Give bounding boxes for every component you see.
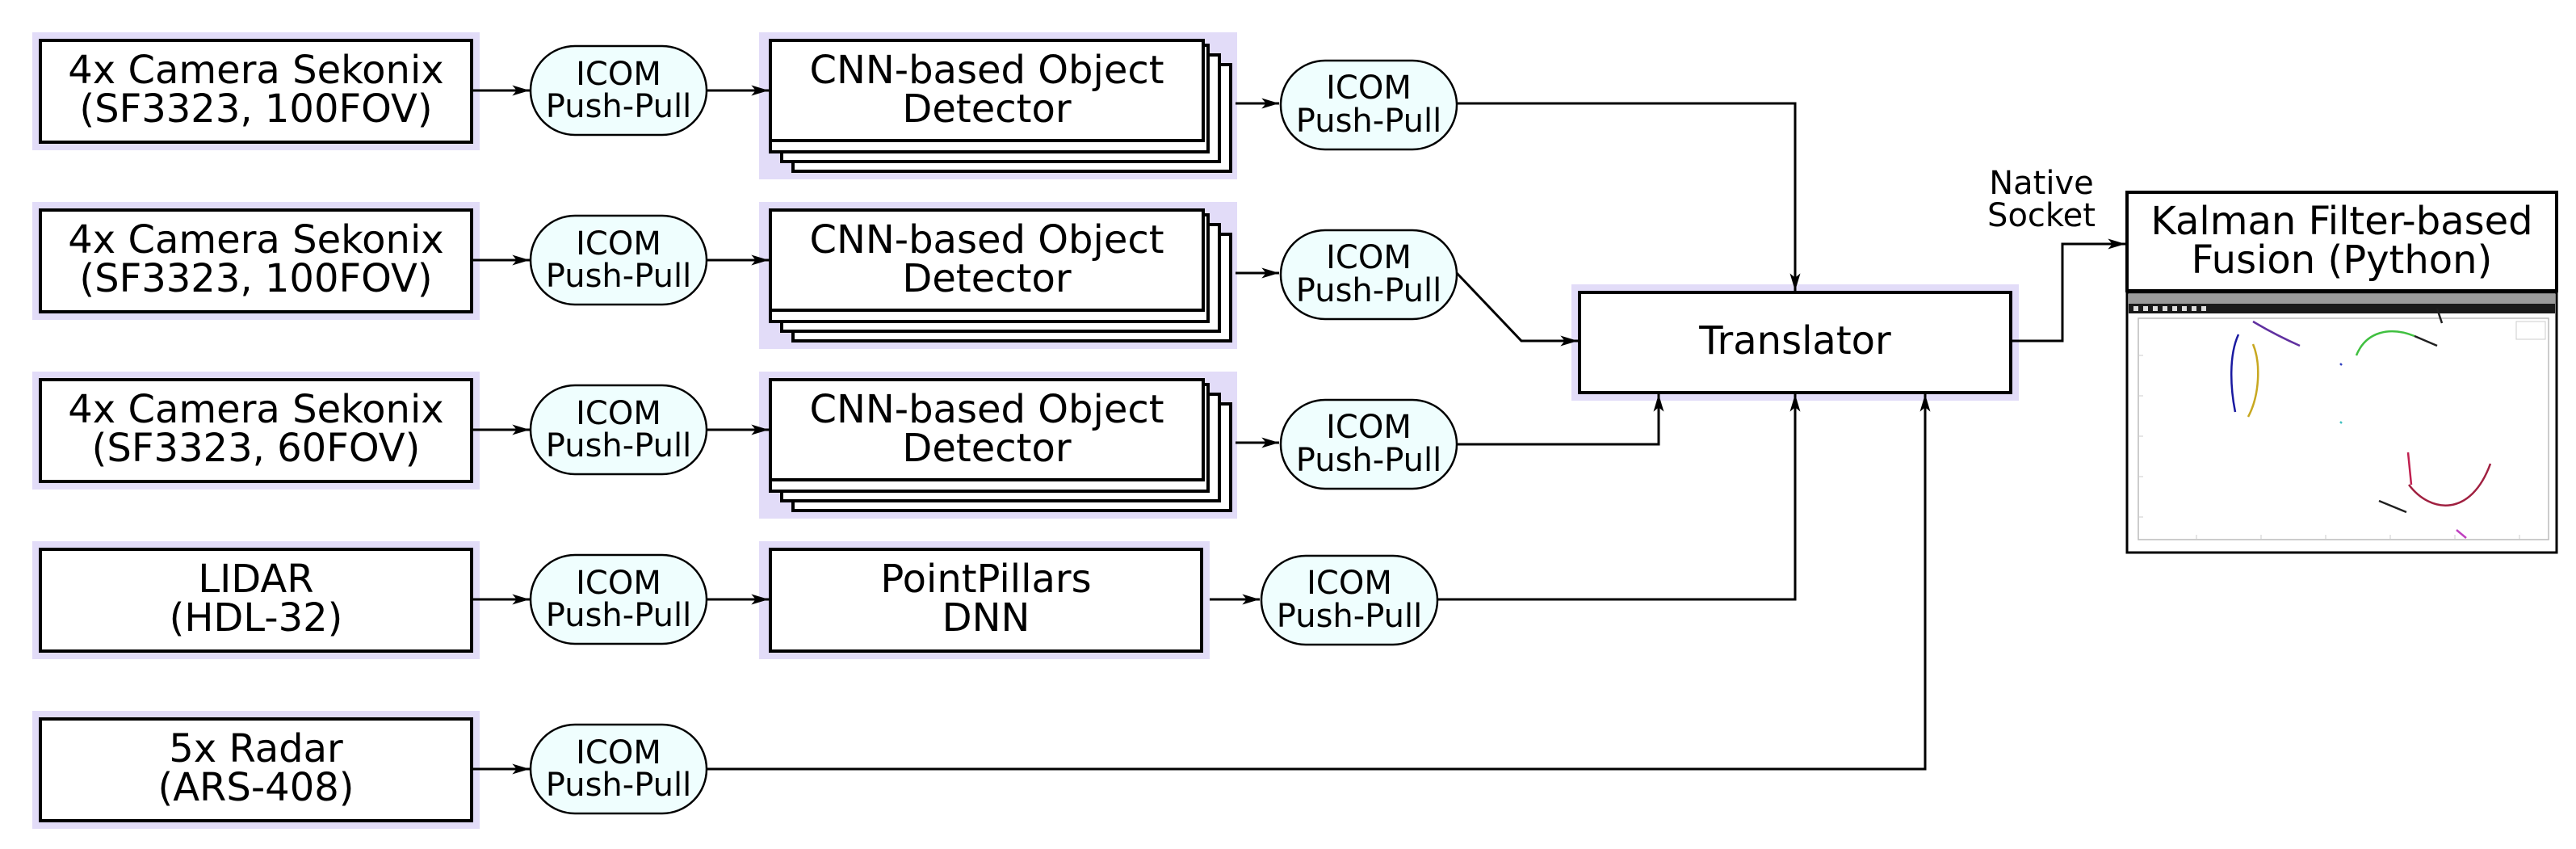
icom-label-line1: ICOM — [1326, 69, 1412, 107]
row-lidar: LIDAR (HDL-32) ICOM Push-Pull PointPilla… — [32, 541, 1439, 659]
detector-label-line2: DNN — [942, 595, 1030, 641]
detector-label-line2: Detector — [902, 426, 1071, 471]
detector-box-cnn-3 — [769, 378, 1205, 481]
sensor-label-line2: (SF3323, 100FOV) — [79, 86, 432, 132]
sensor-box-camera-2 — [39, 208, 473, 313]
detector-label-line2: Detector — [902, 256, 1071, 301]
arrow — [1457, 102, 1801, 292]
arrow — [1457, 393, 1664, 446]
sensor-label-line1: 5x Radar — [169, 726, 343, 771]
icom-label-line1: ICOM — [1307, 565, 1392, 602]
detector-label-line1: CNN-based Object — [809, 217, 1164, 263]
icom-label-line2: Push-Pull — [1296, 272, 1441, 309]
icom-label-line1: ICOM — [1326, 239, 1412, 276]
icom-label-line2: Push-Pull — [546, 427, 691, 464]
connectors — [472, 85, 2125, 775]
arrow — [707, 393, 1931, 771]
fusion-plot-screenshot — [2125, 291, 2558, 554]
sensor-label-line1: LIDAR — [198, 557, 313, 602]
sensor-box-lidar — [39, 548, 473, 653]
detector-box-cnn-1 — [769, 39, 1205, 142]
icom-label-line1: ICOM — [576, 395, 661, 432]
detector-box-pointpillars — [769, 548, 1203, 653]
sensor-label-line1: 4x Camera Sekonix — [68, 48, 443, 93]
plot-axes — [2138, 317, 2549, 540]
icom-label-line2: Push-Pull — [546, 597, 691, 634]
translator-node: Translator — [1571, 284, 2019, 401]
icom-label-line2: Push-Pull — [1277, 598, 1422, 635]
icom-label-line2: Push-Pull — [546, 88, 691, 125]
icom-label-line1: ICOM — [1326, 409, 1412, 446]
fusion-label-line1: Kalman Filter-based — [2150, 199, 2532, 244]
toolbar-icons — [2133, 306, 2206, 311]
sensor-box-camera-1 — [39, 39, 473, 144]
fusion-box — [2125, 191, 2558, 292]
sensor-label-line2: (SF3323, 60FOV) — [92, 426, 421, 471]
arrow — [1437, 393, 1801, 601]
row-camera-3: 4x Camera Sekonix (SF3323, 60FOV) ICOM P… — [32, 372, 1458, 519]
detector-box-cnn-2 — [769, 208, 1205, 312]
socket-label-line2: Socket — [1987, 197, 2096, 234]
detector-label-line1: CNN-based Object — [809, 387, 1164, 432]
detector-label-line2: Detector — [902, 86, 1071, 132]
translator-label: Translator — [1698, 318, 1891, 364]
plot-legend — [2515, 321, 2546, 340]
translator-box — [1578, 291, 2012, 394]
sensor-label-line2: (ARS-408) — [157, 765, 354, 810]
sensor-label-line1: 4x Camera Sekonix — [68, 387, 443, 432]
icom-label-line1: ICOM — [576, 225, 661, 263]
icom-label-line2: Push-Pull — [546, 258, 691, 295]
sensor-label-line2: (SF3323, 100FOV) — [79, 256, 432, 301]
icom-pill — [1279, 59, 1458, 151]
fusion-label-line2: Fusion (Python) — [2192, 237, 2493, 283]
socket-label-line1: Native — [1989, 165, 2094, 202]
plot-titlebar — [2129, 294, 2555, 304]
arrow — [1455, 271, 1579, 347]
sensor-box-radar — [39, 717, 473, 822]
sensor-label-line2: (HDL-32) — [170, 595, 343, 641]
plot-tracks — [2230, 308, 2492, 539]
detector-label-line1: CNN-based Object — [809, 48, 1164, 93]
plot-ticks — [2138, 355, 2520, 540]
fusion-node: Kalman Filter-based Fusion (Python) — [2125, 191, 2558, 554]
icom-label-line2: Push-Pull — [546, 767, 691, 804]
row-camera-2: 4x Camera Sekonix (SF3323, 100FOV) ICOM … — [32, 202, 1458, 349]
icom-label-line1: ICOM — [576, 565, 661, 602]
icom-label-line2: Push-Pull — [1296, 442, 1441, 479]
plot-toolbar — [2129, 304, 2555, 313]
detector-label-line1: PointPillars — [880, 557, 1091, 602]
icom-label-line1: ICOM — [576, 734, 661, 771]
arrow-native-socket — [2011, 238, 2125, 343]
icom-label-line1: ICOM — [576, 56, 661, 93]
row-radar: 5x Radar (ARS-408) ICOM Push-Pull — [32, 711, 708, 829]
icom-label-line2: Push-Pull — [1296, 103, 1441, 140]
sensor-label-line1: 4x Camera Sekonix — [68, 217, 443, 263]
row-camera-1: 4x Camera Sekonix (SF3323, 100FOV) ICOM … — [32, 32, 1458, 179]
